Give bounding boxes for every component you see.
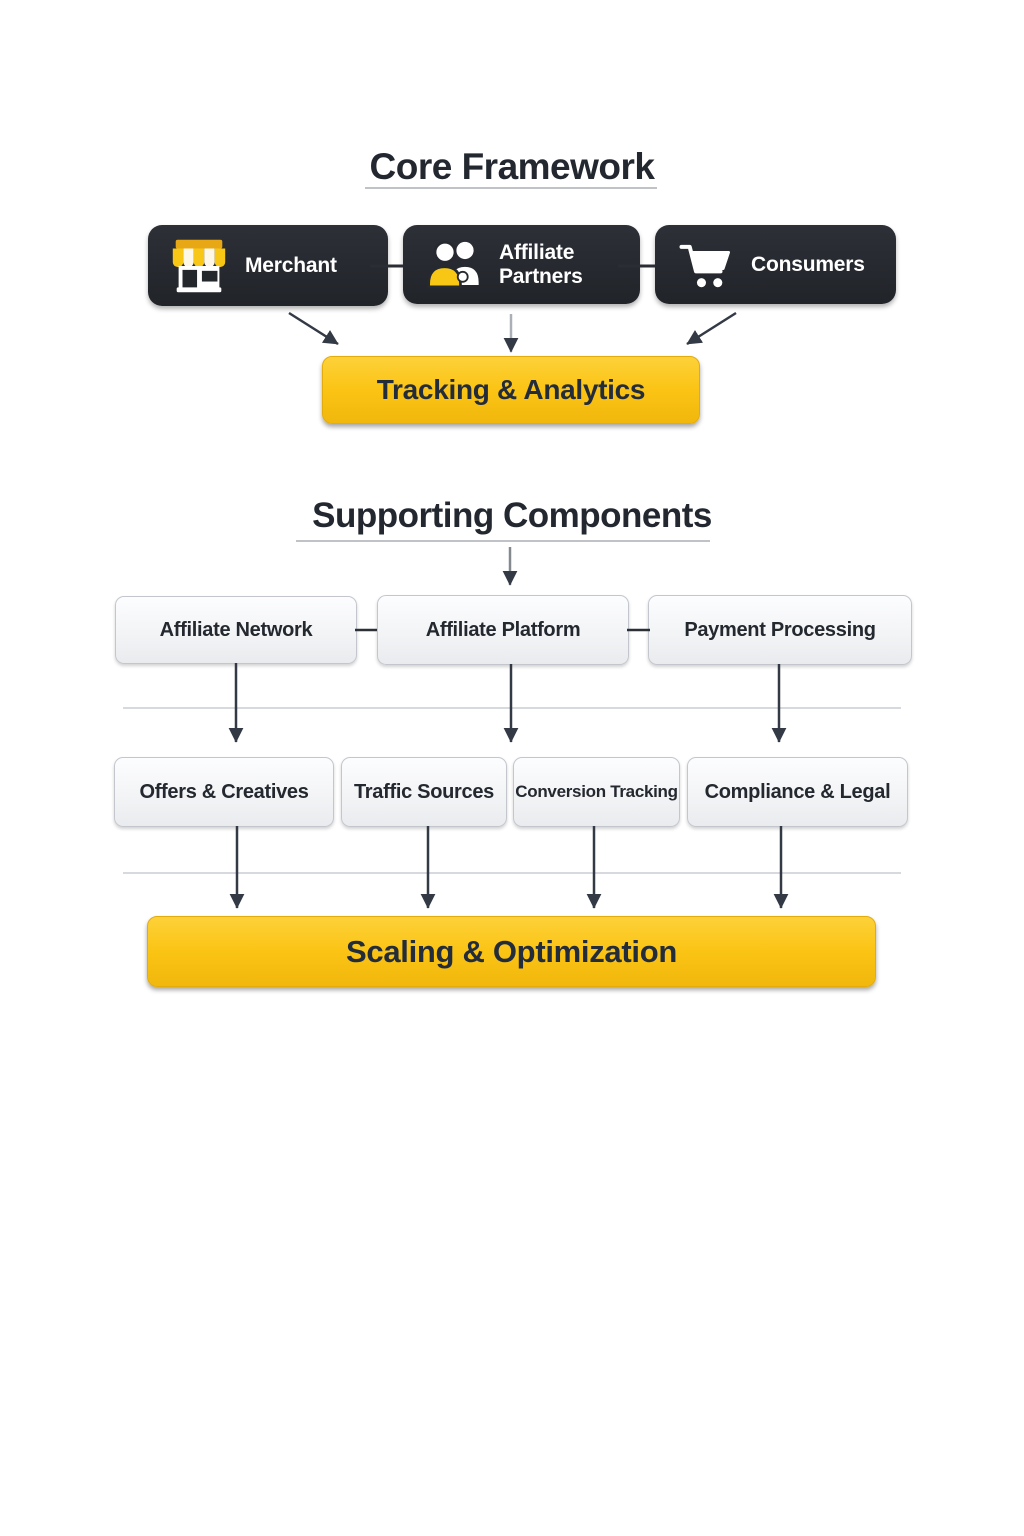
affiliate-partners-icon xyxy=(425,238,485,292)
supporting-components-title: Supporting Components xyxy=(312,496,712,535)
traffic-sources-label: Traffic Sources xyxy=(353,780,494,803)
consumers-label: Consumers xyxy=(751,252,865,276)
conversion-tracking-label: Conversion Tracking xyxy=(515,782,678,801)
supporting-title-underline xyxy=(296,540,710,542)
shopping-cart-icon xyxy=(677,240,735,290)
compliance-legal-label: Compliance & Legal xyxy=(704,780,891,803)
scaling-optimization-box: Scaling & Optimization xyxy=(147,916,876,987)
tracking-analytics-box: Tracking & Analytics xyxy=(322,356,700,424)
divider-line-2 xyxy=(123,872,901,874)
affiliate-platform-box: Affiliate Platform xyxy=(377,595,629,665)
core-title-underline xyxy=(365,187,657,189)
tracking-analytics-label: Tracking & Analytics xyxy=(376,374,646,405)
merchant-label: Merchant xyxy=(245,253,337,277)
traffic-sources-box: Traffic Sources xyxy=(341,757,507,827)
affiliate-network-box: Affiliate Network xyxy=(115,596,357,664)
affiliate-partners-label: Affiliate Partners xyxy=(499,240,583,288)
affiliate-partners-node: Affiliate Partners xyxy=(403,225,640,304)
compliance-legal-box: Compliance & Legal xyxy=(687,757,908,827)
core-framework-title: Core Framework xyxy=(369,146,656,187)
conversion-tracking-box: Conversion Tracking xyxy=(513,757,680,827)
scaling-optimization-label: Scaling & Optimization xyxy=(346,933,677,969)
affiliate-network-label: Affiliate Network xyxy=(159,618,313,641)
storefront-icon xyxy=(166,237,232,295)
arrow-consumers-to-tracking xyxy=(686,311,737,346)
payment-processing-label: Payment Processing xyxy=(684,618,876,641)
arrow-merchant-to-tracking xyxy=(288,311,339,346)
payment-processing-box: Payment Processing xyxy=(648,595,912,665)
merchant-node: Merchant xyxy=(148,225,388,306)
affiliate-platform-label: Affiliate Platform xyxy=(425,618,581,641)
divider-line-1 xyxy=(123,707,901,709)
offers-creatives-label: Offers & Creatives xyxy=(139,780,309,803)
consumers-node: Consumers xyxy=(655,225,896,304)
offers-creatives-box: Offers & Creatives xyxy=(114,757,334,827)
